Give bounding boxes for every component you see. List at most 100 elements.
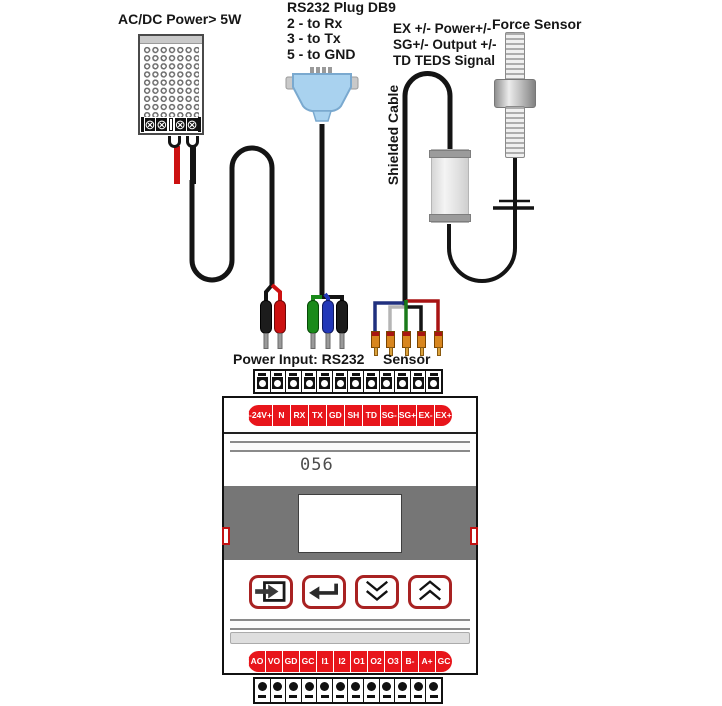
terminal-label: I2 xyxy=(333,651,350,672)
power-plug-black xyxy=(260,300,272,349)
scroll-down-button[interactable] xyxy=(354,575,399,609)
sensor-ferrule-green xyxy=(402,331,411,356)
terminal-label: TD xyxy=(361,405,380,426)
terminal-label: SG+ xyxy=(397,405,416,426)
terminal-cell xyxy=(426,371,441,392)
terminal-slot-icon xyxy=(320,373,329,376)
sensor-ferrule-red xyxy=(434,331,443,356)
terminal-screw-icon xyxy=(365,377,377,389)
terminal-screw-icon xyxy=(429,682,439,691)
input-icon xyxy=(254,581,285,602)
power-supply-top-band xyxy=(140,36,202,44)
terminal-slot-icon xyxy=(289,373,298,376)
terminal-label: B- xyxy=(401,651,418,672)
panel-divider xyxy=(224,432,476,434)
terminal-slot-icon xyxy=(382,373,391,376)
spade-lug-right xyxy=(186,136,199,148)
terminal-slot-icon xyxy=(429,373,438,376)
terminal-cell xyxy=(411,371,427,392)
sensor-signal-line: EX +/- Power+/- xyxy=(393,21,492,36)
terminal-cell xyxy=(395,679,411,702)
force-sensor-body xyxy=(494,79,536,108)
ac-dc-power-label: AC/DC Power> 5W xyxy=(118,11,242,27)
terminal-screw-icon xyxy=(256,377,268,389)
terminal-label: N xyxy=(271,405,290,426)
terminal-label: TX xyxy=(307,405,326,426)
terminal-cell xyxy=(286,371,302,392)
terminal-label: O3 xyxy=(384,651,401,672)
terminal-label: EX+ xyxy=(434,405,452,426)
terminal-slot-icon xyxy=(336,373,345,376)
terminal-cell xyxy=(255,679,271,702)
power-plug-red xyxy=(274,300,286,349)
rs232-title: RS232 Plug DB9 xyxy=(287,0,396,15)
power-split-red xyxy=(270,283,282,301)
force-sensor-rod-top xyxy=(505,32,525,82)
terminal-cell xyxy=(302,679,318,702)
rs232-pin-label: 3 - to Tx xyxy=(287,30,341,46)
rs232-plug-blue xyxy=(322,300,334,349)
power-supply-vents xyxy=(143,46,199,120)
terminal-label: GD xyxy=(325,405,344,426)
terminal-screw-icon xyxy=(335,682,345,691)
terminal-gap xyxy=(168,118,174,131)
terminal-cell xyxy=(286,679,302,702)
sensor-ferrule-white xyxy=(386,331,395,356)
screw-terminal-icon: ⊗ xyxy=(144,117,156,132)
terminal-screw-icon xyxy=(382,682,392,691)
terminal-cell xyxy=(317,679,333,702)
terminal-slot-icon xyxy=(305,373,314,376)
terminal-label: SH xyxy=(343,405,362,426)
terminal-label: RX xyxy=(289,405,308,426)
terminal-cell xyxy=(395,371,411,392)
terminal-slot-icon xyxy=(367,695,376,698)
terminal-screw-icon xyxy=(319,377,331,389)
terminal-cell xyxy=(348,679,365,702)
terminal-screw-icon xyxy=(396,377,408,389)
terminal-slot-icon xyxy=(289,695,298,698)
terminal-slot-icon xyxy=(273,373,282,376)
db9-plug xyxy=(285,67,359,122)
terminal-slot-icon xyxy=(258,373,267,376)
junction-box-cap-top xyxy=(429,150,471,158)
terminal-screw-icon xyxy=(413,682,423,691)
enter-icon xyxy=(308,583,338,600)
terminal-cell xyxy=(364,679,380,702)
terminal-screw-icon xyxy=(428,377,440,389)
power-cable-s-curve xyxy=(189,145,275,287)
terminal-slot-icon xyxy=(398,695,407,698)
terminal-screw-icon xyxy=(350,377,362,389)
power-supply: ⊗ ⊗ ⊗ ⊗ xyxy=(138,34,204,135)
scroll-up-button[interactable] xyxy=(407,575,452,609)
terminal-label: O2 xyxy=(367,651,384,672)
terminal-cell xyxy=(271,371,287,392)
terminal-label: GD xyxy=(282,651,299,672)
screw-terminal-icon: ⊗ xyxy=(156,117,168,132)
enter-button[interactable] xyxy=(301,575,346,609)
terminal-screw-icon xyxy=(287,377,299,389)
terminal-screw-icon xyxy=(381,377,393,389)
input-button[interactable] xyxy=(248,575,293,609)
terminal-slot-icon xyxy=(398,373,407,376)
scroll-up-icon xyxy=(418,580,441,601)
terminal-cell xyxy=(333,679,349,702)
sensor-group-label: Sensor xyxy=(383,351,431,367)
terminal-cell xyxy=(380,679,396,702)
terminal-label: I1 xyxy=(316,651,333,672)
rs232-plug-black xyxy=(336,300,348,349)
force-sensor-lead xyxy=(447,156,517,283)
terminal-label: SG- xyxy=(379,405,398,426)
sensor-wire-blue xyxy=(373,301,404,331)
terminal-cell xyxy=(317,371,333,392)
terminal-screw-icon xyxy=(397,682,407,691)
side-clip-right xyxy=(470,527,478,545)
terminal-slot-icon xyxy=(351,373,360,376)
terminal-screw-icon xyxy=(257,682,267,691)
panel-inset xyxy=(230,632,470,644)
